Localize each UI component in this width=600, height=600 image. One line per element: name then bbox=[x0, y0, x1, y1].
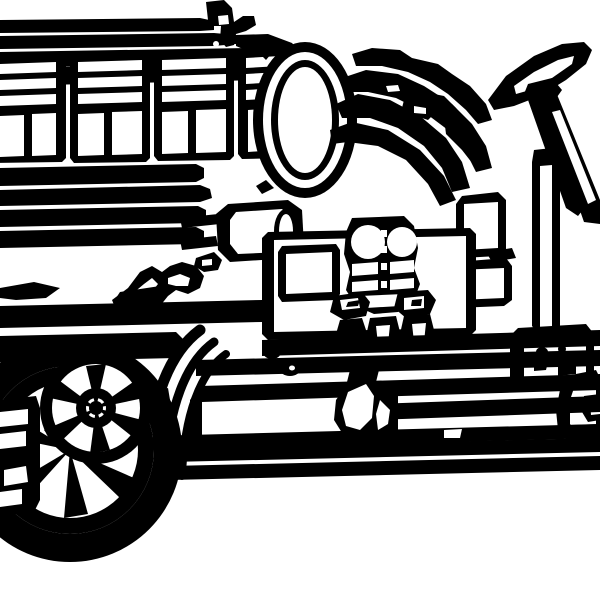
linkage-details bbox=[0, 248, 516, 359]
engine-grille bbox=[262, 216, 476, 352]
window-3 bbox=[154, 50, 234, 161]
bell-nozzle bbox=[334, 356, 398, 444]
wheel-hub bbox=[40, 352, 152, 464]
hood-fender bbox=[330, 48, 492, 206]
window-1 bbox=[0, 54, 66, 163]
window-2 bbox=[70, 52, 150, 163]
rear-wheel-sliver bbox=[0, 396, 40, 516]
belt-lines bbox=[0, 206, 206, 248]
side-panel bbox=[278, 244, 340, 302]
boiler-oval bbox=[253, 42, 357, 198]
standpipe bbox=[532, 148, 560, 338]
